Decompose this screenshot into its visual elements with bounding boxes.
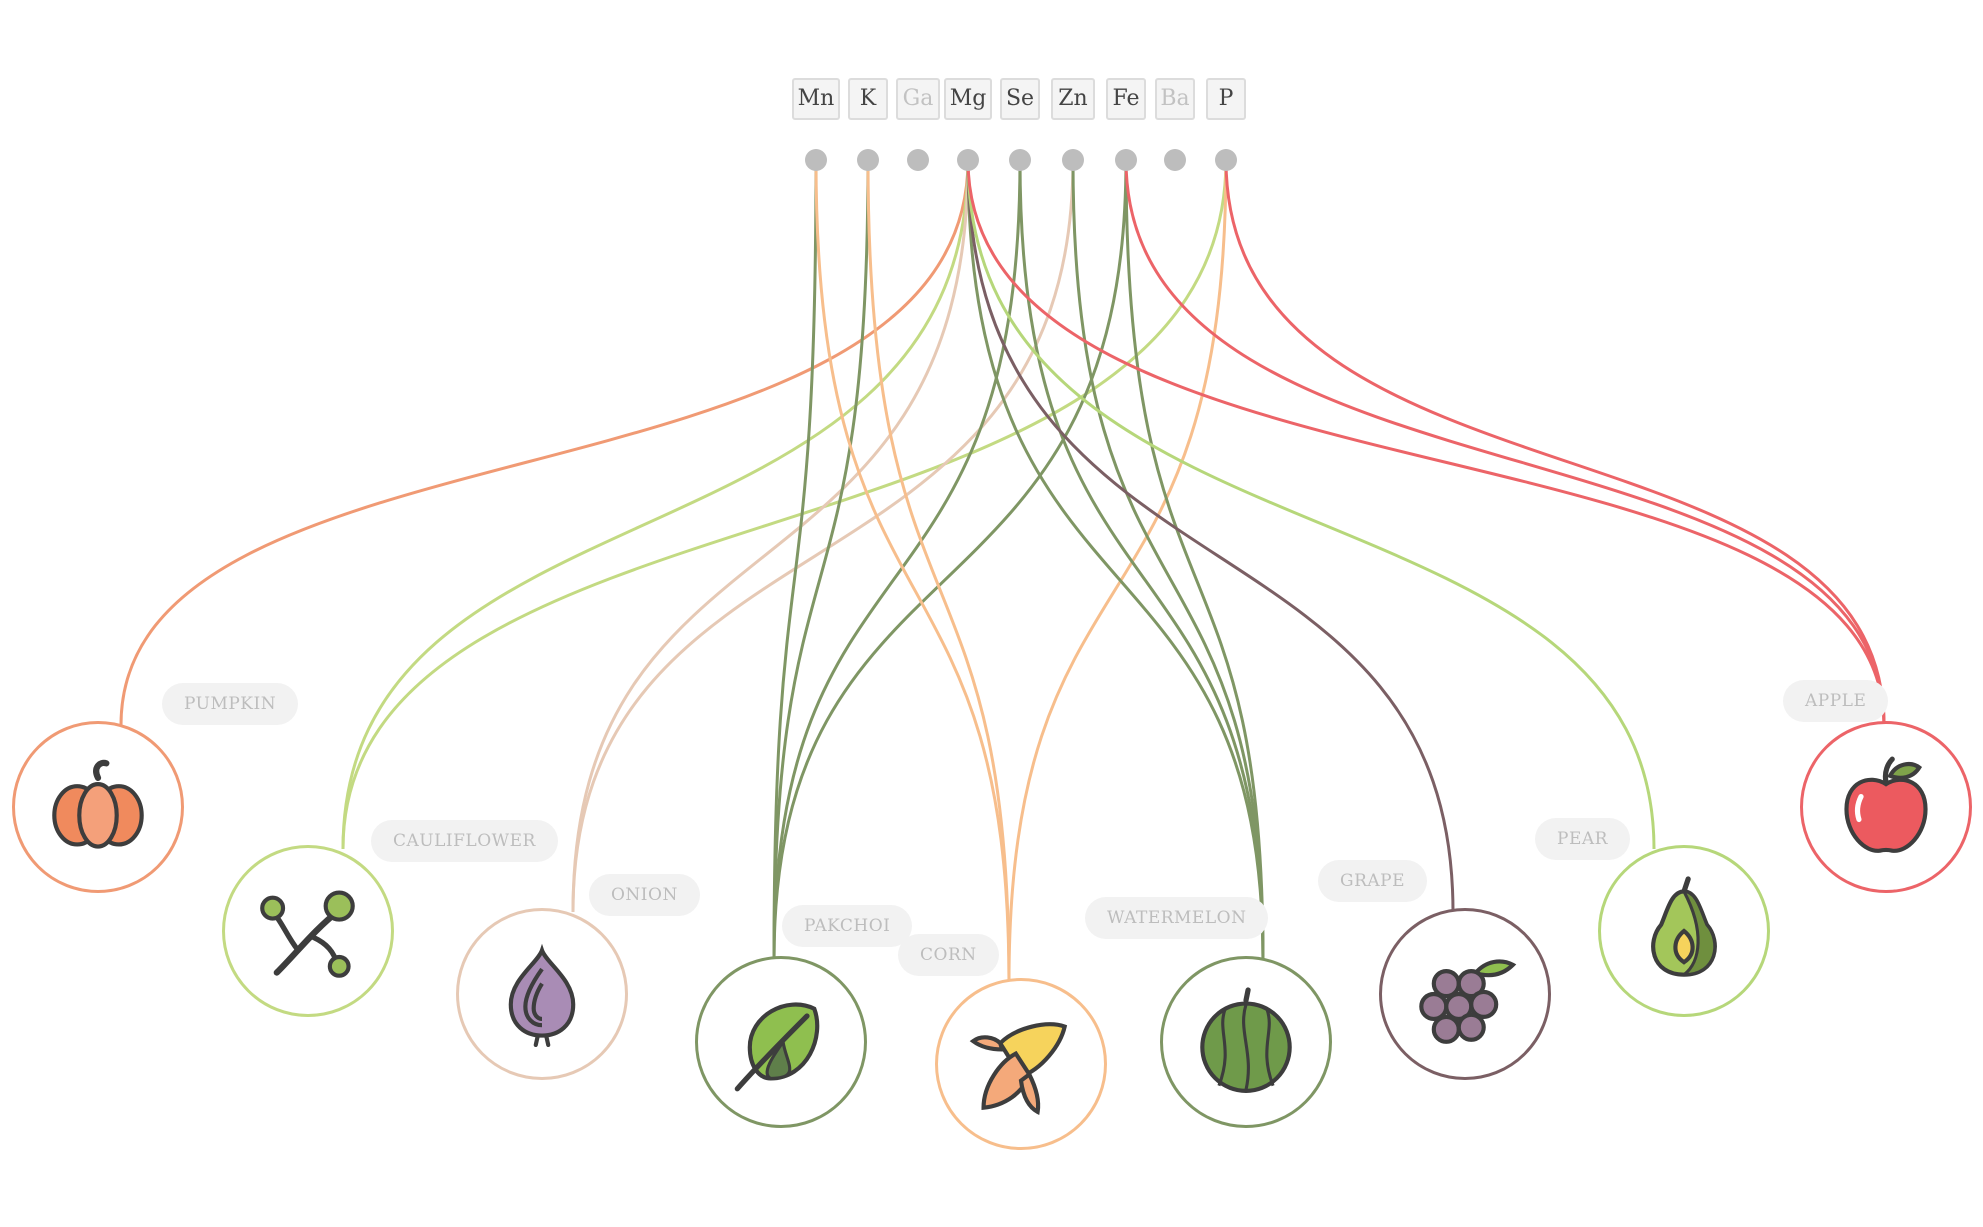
food-node-corn[interactable] [935, 978, 1107, 1150]
link-mg-apple [966, 159, 1886, 726]
element-button-fe[interactable]: Fe [1106, 78, 1146, 120]
element-dot-mg[interactable] [957, 149, 979, 171]
element-button-ba[interactable]: Ba [1155, 78, 1195, 120]
food-label-corn: CORN [898, 934, 999, 976]
food-node-pear[interactable] [1598, 845, 1770, 1017]
element-button-k[interactable]: K [848, 78, 888, 120]
food-node-cauliflower[interactable] [222, 845, 394, 1017]
food-label-pear: PEAR [1535, 818, 1630, 860]
link-mg-watermelon [966, 159, 1265, 961]
food-label-cauliflower: CAULIFLOWER [371, 820, 558, 862]
pumpkin-icon [52, 759, 144, 849]
link-fe-watermelon [1124, 159, 1265, 961]
link-fe-apple [1124, 159, 1886, 726]
grape-icon [1419, 959, 1517, 1044]
food-label-grape: GRAPE [1318, 860, 1428, 902]
link-mn-corn [814, 159, 1011, 983]
cauliflower-icon [260, 890, 355, 978]
food-node-watermelon[interactable] [1160, 956, 1332, 1128]
link-fe-pakchoi [772, 159, 1128, 961]
food-label-onion: ONION [589, 874, 700, 916]
element-button-ga[interactable]: Ga [896, 78, 940, 120]
link-mg-pear [966, 159, 1656, 850]
link-k-pakchoi [772, 159, 870, 961]
element-button-mg[interactable]: Mg [944, 78, 992, 120]
element-dot-k[interactable] [857, 149, 879, 171]
food-node-pakchoi[interactable] [695, 956, 867, 1128]
corn-icon [969, 1022, 1068, 1115]
food-label-watermelon: WATERMELON [1085, 897, 1269, 939]
link-p-corn [1007, 159, 1228, 983]
element-dot-p[interactable] [1215, 149, 1237, 171]
watermelon-icon [1200, 987, 1292, 1093]
element-button-mn[interactable]: Mn [792, 78, 840, 120]
link-k-corn [866, 159, 1011, 983]
link-mg-grape [966, 159, 1455, 913]
link-mg-onion [571, 159, 970, 913]
link-p-apple [1224, 159, 1886, 726]
link-mg-pumpkin [119, 159, 970, 726]
element-dot-ba[interactable] [1164, 149, 1186, 171]
element-dot-fe[interactable] [1115, 149, 1137, 171]
element-button-zn[interactable]: Zn [1051, 78, 1095, 120]
element-dot-mn[interactable] [805, 149, 827, 171]
food-label-pakchoi: PAKCHOI [782, 905, 913, 947]
link-mg-cauliflower [341, 159, 970, 850]
pear-icon [1651, 876, 1717, 977]
food-node-pumpkin[interactable] [12, 721, 184, 893]
element-dot-se[interactable] [1009, 149, 1031, 171]
link-mn-pakchoi [772, 159, 818, 961]
food-label-apple: APPLE [1783, 680, 1889, 722]
onion-icon [508, 943, 576, 1048]
food-label-pumpkin: PUMPKIN [162, 683, 299, 725]
link-se-pakchoi [772, 159, 1022, 961]
food-node-apple[interactable] [1800, 721, 1972, 893]
element-dot-ga[interactable] [907, 149, 929, 171]
food-node-grape[interactable] [1379, 908, 1551, 1080]
pakchoi-icon [734, 1002, 820, 1092]
link-zn-onion [571, 159, 1075, 913]
element-button-p[interactable]: P [1206, 78, 1246, 120]
element-dot-zn[interactable] [1062, 149, 1084, 171]
apple-icon [1844, 756, 1928, 853]
link-p-cauliflower [341, 159, 1228, 850]
link-zn-watermelon [1071, 159, 1265, 961]
food-node-onion[interactable] [456, 908, 628, 1080]
element-button-se[interactable]: Se [1000, 78, 1040, 120]
link-se-watermelon [1018, 159, 1265, 961]
